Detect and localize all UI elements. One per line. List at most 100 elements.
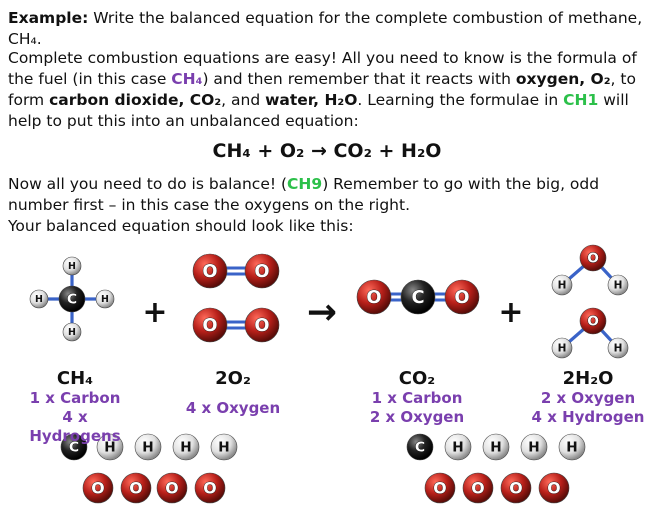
fuel-formula: CH₄: [171, 70, 203, 88]
svg-text:O: O: [471, 478, 484, 497]
para1-text-6: will help to put this into an unbalanced…: [8, 91, 629, 130]
ch4-hydrogen-atom-left: H: [29, 289, 49, 309]
tally-right-oxygen-atom-2: O: [462, 472, 494, 504]
svg-text:O: O: [547, 478, 560, 497]
tally-right-hydrogen-atom-4: H: [558, 433, 586, 461]
svg-text:O: O: [202, 261, 217, 282]
h2o-label: 2H₂O 2 x Oxygen 4 x Hydrogen: [528, 368, 648, 427]
co2-oxygen-atom-left: O: [356, 279, 392, 315]
svg-text:H: H: [35, 294, 43, 305]
co2-carbon-atom: C: [400, 279, 436, 315]
o2-oxygen-atom-1a: O: [192, 253, 228, 289]
tally-right-oxygen-atom-4: O: [538, 472, 570, 504]
tally-left-oxygen-atom-4: O: [194, 472, 226, 504]
svg-text:H: H: [142, 440, 153, 456]
co2-carbon-count: 1 x Carbon: [371, 389, 463, 407]
svg-text:H: H: [180, 440, 191, 456]
tally-right-oxygen-atom-3: O: [500, 472, 532, 504]
tally-right-hydrogen-atom-2: H: [482, 433, 510, 461]
unbalanced-equation: CH₄ + O₂ → CO₂ + H₂O: [212, 140, 442, 162]
svg-text:H: H: [101, 294, 109, 305]
svg-text:O: O: [509, 478, 522, 497]
o2-oxygen-atom-2b: O: [244, 307, 280, 343]
result-intro: Your balanced equation should look like …: [8, 217, 354, 235]
para2-text-1: Now all you need to do is balance! (: [8, 175, 288, 193]
svg-text:O: O: [254, 315, 269, 336]
plus-sign-right: +: [498, 295, 523, 330]
h2o-formula: 2H₂O: [562, 368, 614, 389]
ch4-hydrogen-atom-top: H: [62, 256, 82, 276]
tally-left-oxygen-atom-1: O: [82, 472, 114, 504]
reaction-arrow: →: [307, 292, 337, 333]
svg-text:O: O: [165, 478, 178, 497]
o2-label: 2O₂ 4 x Oxygen: [178, 368, 288, 418]
tally-left-hydrogen-atom-3: H: [172, 433, 200, 461]
para2-text-2: ) Remember to go with the big, odd numbe…: [8, 175, 600, 214]
h2o-oxygen-atom-1: O: [579, 244, 607, 272]
tally-right-hydrogen-atom-3: H: [520, 433, 548, 461]
o2-formula: 2O₂: [215, 368, 251, 389]
ch4-formula: CH₄: [56, 368, 94, 389]
svg-text:O: O: [129, 478, 142, 497]
o2-oxygen-atom-1b: O: [244, 253, 280, 289]
h2o-hydrogen-atom-right-2: H: [607, 337, 629, 359]
h2o-hydrogen-atom-left-2: H: [551, 337, 573, 359]
svg-text:C: C: [67, 292, 77, 308]
chapter-ref-ch1: CH1: [563, 91, 599, 109]
ch4-carbon-count: 1 x Carbon: [29, 389, 121, 407]
svg-text:O: O: [587, 251, 599, 267]
svg-text:C: C: [415, 440, 425, 456]
svg-text:O: O: [587, 314, 599, 330]
example-label: Example:: [8, 9, 89, 27]
svg-text:C: C: [411, 287, 424, 308]
tally-left-hydrogen-atom-1: H: [96, 433, 124, 461]
svg-text:H: H: [490, 440, 501, 456]
chapter-ref-ch9: CH9: [287, 175, 323, 193]
co2-term: carbon dioxide, CO₂: [49, 91, 222, 109]
svg-text:H: H: [452, 440, 463, 456]
example-line: Example: Write the balanced equation for…: [8, 8, 648, 50]
ch4-hydrogen-atom-bottom: H: [62, 322, 82, 342]
svg-text:H: H: [558, 280, 567, 292]
para1-text-3: , to form: [8, 70, 636, 109]
para1-text-4: , and: [221, 91, 266, 109]
para1-text-5: . Learning the formulae in: [357, 91, 564, 109]
svg-text:H: H: [614, 343, 623, 355]
water-term: water, H₂O: [265, 91, 358, 109]
co2-label: CO₂ 1 x Carbon 2 x Oxygen: [362, 368, 472, 427]
plus-sign-left: +: [142, 295, 167, 330]
svg-text:H: H: [218, 440, 229, 456]
tally-left-oxygen-atom-2: O: [120, 472, 152, 504]
oxygen-term: oxygen, O₂: [515, 70, 611, 88]
tally-left-hydrogen-atom-4: H: [210, 433, 238, 461]
svg-text:H: H: [104, 440, 115, 456]
svg-text:O: O: [91, 478, 104, 497]
co2-oxygen-atom-right: O: [444, 279, 480, 315]
tally-left-hydrogen-atom-2: H: [134, 433, 162, 461]
h2o-hydrogen-count: 4 x Hydrogen: [531, 408, 645, 426]
example-text: Write the balanced equation for the comp…: [8, 9, 643, 48]
balance-paragraph: Now all you need to do is balance! (CH9)…: [8, 174, 648, 216]
svg-text:H: H: [566, 440, 577, 456]
o2-oxygen-atom-2a: O: [192, 307, 228, 343]
svg-text:O: O: [366, 287, 381, 308]
ch4-hydrogen-count: 4 x Hydrogens: [29, 408, 121, 445]
svg-text:H: H: [528, 440, 539, 456]
svg-text:O: O: [433, 478, 446, 497]
svg-text:H: H: [68, 327, 76, 338]
tally-right-oxygen-atom-1: O: [424, 472, 456, 504]
co2-formula: CO₂: [398, 368, 436, 389]
tally-left-carbon-atom: C: [60, 433, 88, 461]
o2-oxygen-count: 4 x Oxygen: [185, 399, 281, 417]
svg-text:O: O: [254, 261, 269, 282]
co2-oxygen-count: 2 x Oxygen: [369, 408, 465, 426]
para1-text-1: Complete combustion equations are easy! …: [8, 49, 637, 88]
svg-text:O: O: [202, 315, 217, 336]
ch4-hydrogen-atom-right: H: [95, 289, 115, 309]
svg-text:H: H: [68, 261, 76, 272]
tally-right-hydrogen-atom-1: H: [444, 433, 472, 461]
h2o-hydrogen-atom-right-1: H: [607, 274, 629, 296]
h2o-oxygen-atom-2: O: [579, 307, 607, 335]
tally-right-carbon-atom: C: [406, 433, 434, 461]
